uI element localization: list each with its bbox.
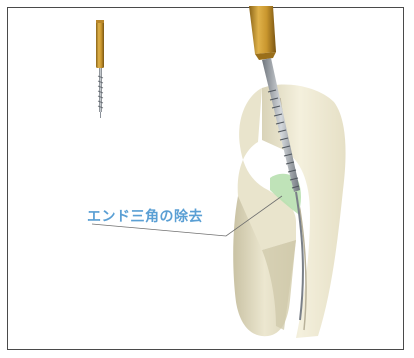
tooth-illustration <box>233 84 345 338</box>
small-file-icon <box>96 20 104 118</box>
annotation-label: エンド三角の除去 <box>87 206 203 226</box>
